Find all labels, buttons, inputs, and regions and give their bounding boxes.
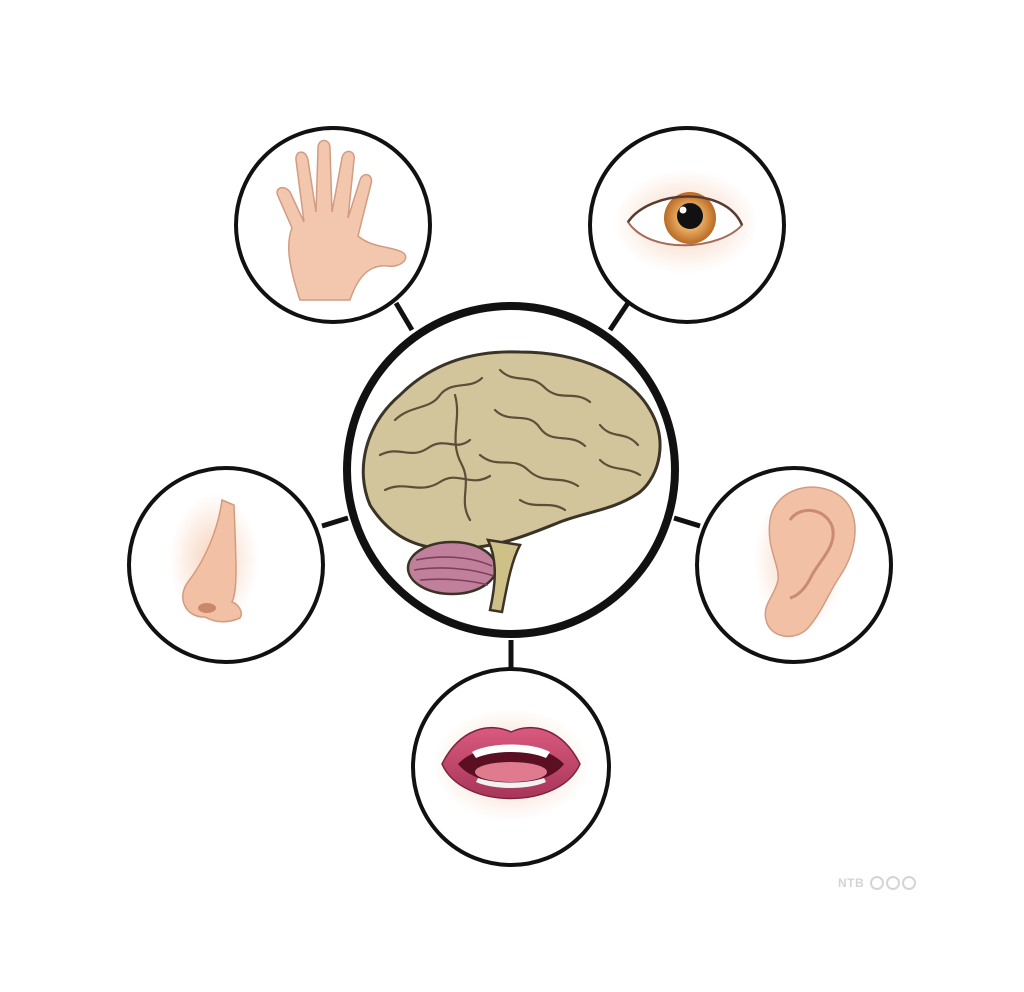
mouth-icon [433,709,589,821]
sight-node [588,126,786,324]
connector-smell [321,515,349,529]
taste-node [411,667,611,867]
license-icons [870,876,917,890]
touch-node [234,126,432,324]
connector-lines [321,301,701,668]
watermark: NTB [838,876,917,890]
eye-icon [614,170,758,274]
connector-sight [607,301,631,332]
sa-icon [902,876,917,890]
brain-node [343,302,679,638]
ear-icon [754,486,856,638]
cc-icon [870,876,885,890]
hearing-node [695,466,893,664]
connector-touch [393,301,415,332]
hand-icon [276,139,407,301]
connector-hearing [673,515,701,529]
nose-icon [170,494,258,626]
smell-node [127,466,325,664]
brain-icon [361,350,662,614]
watermark-text: NTB [838,876,865,890]
by-icon [886,876,901,890]
